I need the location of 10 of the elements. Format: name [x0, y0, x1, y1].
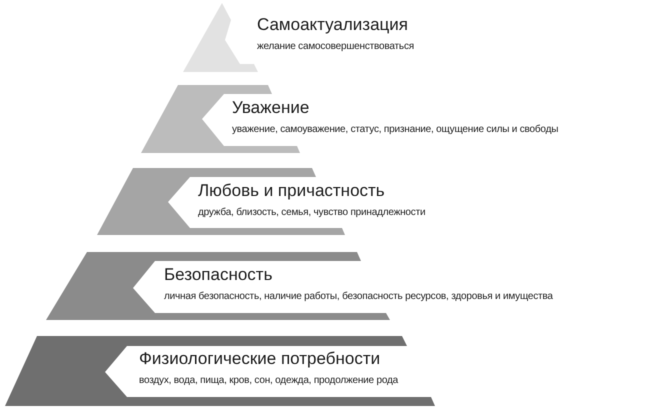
tier-heading: Физиологические потребности [139, 349, 380, 369]
tier-description: уважение, самоуважение, статус, признание, ощущение силы и свободы [232, 123, 558, 136]
tier-heading: Самоактуализация [257, 15, 408, 35]
tier-description: воздух, вода, пища, кров, сон, одежда, продолжение рода [139, 374, 398, 387]
tier-heading: Любовь и причастность [198, 181, 385, 201]
tier-heading: Безопасность [164, 265, 272, 285]
tier-description: дружба, близость, семья, чувство принадлежности [198, 206, 426, 219]
tier-description: личная безопасность, наличие работы, безопасность ресурсов, здоровья и имущества [164, 290, 553, 303]
tier-heading: Уважение [232, 98, 310, 118]
tier-description: желание самосовершенствоваться [257, 40, 414, 53]
